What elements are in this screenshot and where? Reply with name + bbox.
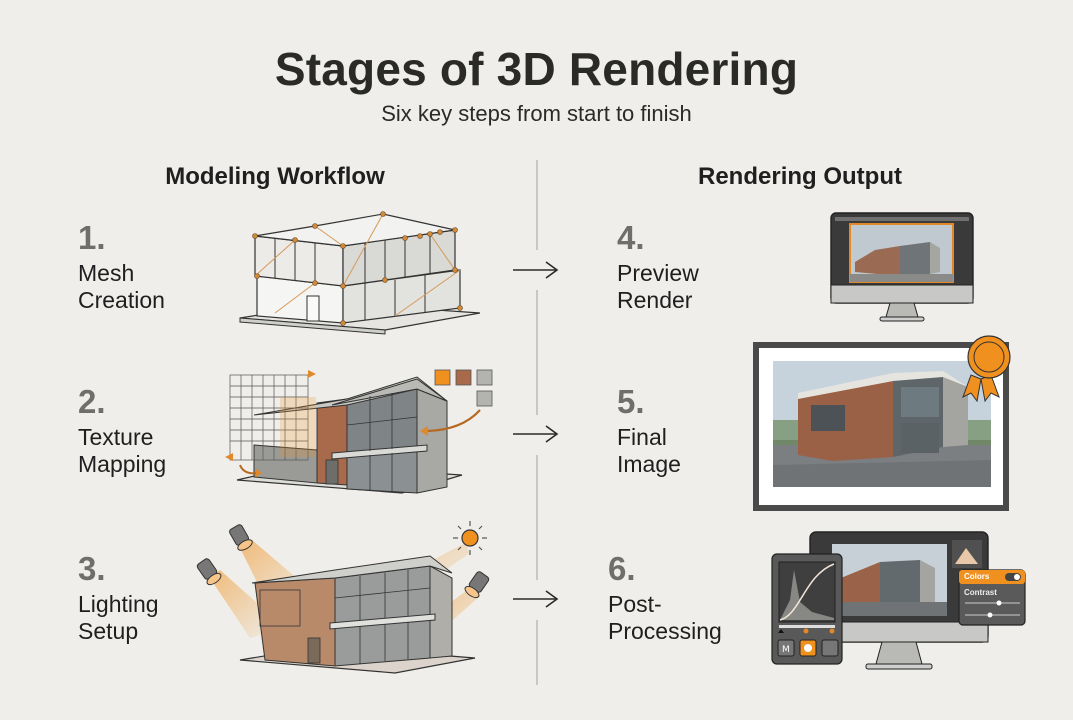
step-preview-render: 4. Preview Render: [617, 220, 699, 314]
colors-toggle-label: Colors: [964, 572, 990, 581]
step-label-line1: Texture: [78, 424, 154, 450]
award-ribbon-icon: [962, 335, 1011, 403]
framed-image-award-icon: [753, 335, 1011, 511]
editing-software-icon: M Colors Contrast: [770, 530, 1030, 675]
step-lighting-setup: 3. Lighting Setup: [78, 551, 159, 645]
sun-icon: [453, 521, 487, 555]
step-number: 6.: [608, 550, 636, 587]
step-number: 3.: [78, 550, 106, 587]
step-label-line1: Preview: [617, 260, 699, 286]
step-final-image: 5. Final Image: [617, 384, 681, 478]
step-number: 5.: [617, 383, 645, 420]
spotlight-icon: [196, 558, 222, 586]
textured-building-icon: [225, 369, 493, 494]
step-number: 1.: [78, 219, 106, 256]
step-label-line2: Render: [617, 287, 693, 313]
page-title: Stages of 3D Rendering: [274, 43, 799, 95]
step-label-line2: Image: [617, 451, 681, 477]
monitor-preview-icon: [830, 212, 974, 322]
contrast-slider-label: Contrast: [964, 588, 997, 597]
step-label-line2: Creation: [78, 287, 165, 313]
wireframe-building-icon: [239, 211, 480, 335]
spotlight-icon: [229, 524, 253, 551]
step-texture-mapping: 2. Texture Mapping: [78, 384, 166, 478]
svg-text:M: M: [782, 645, 790, 655]
divider: [536, 160, 538, 250]
lit-building-icon: [196, 521, 490, 674]
divider: [536, 290, 538, 415]
step-label-line2: Mapping: [78, 451, 167, 477]
step-number: 4.: [617, 219, 645, 256]
arrow-right-icon: [513, 425, 559, 443]
step-label-line1: Final: [617, 424, 667, 450]
divider: [536, 620, 538, 685]
rendering-output-heading: Rendering Output: [698, 163, 902, 190]
step-label-line1: Lighting: [78, 591, 159, 617]
step-label-line2: Setup: [78, 618, 139, 644]
step-mesh-creation: 1. Mesh Creation: [78, 220, 165, 314]
step-label-line1: Mesh: [78, 260, 135, 286]
arrow-right-icon: [513, 590, 559, 608]
modeling-workflow-heading: Modeling Workflow: [165, 163, 385, 190]
spotlight-icon: [464, 571, 490, 599]
divider: [536, 455, 538, 580]
step-label-line2: Processing: [608, 618, 722, 644]
arrow-right-icon: [513, 261, 559, 279]
step-number: 2.: [78, 383, 106, 420]
step-label-line1: Post-: [608, 591, 662, 617]
page-subtitle: Six key steps from start to finish: [381, 101, 692, 126]
step-post-processing: 6. Post- Processing: [608, 551, 722, 645]
